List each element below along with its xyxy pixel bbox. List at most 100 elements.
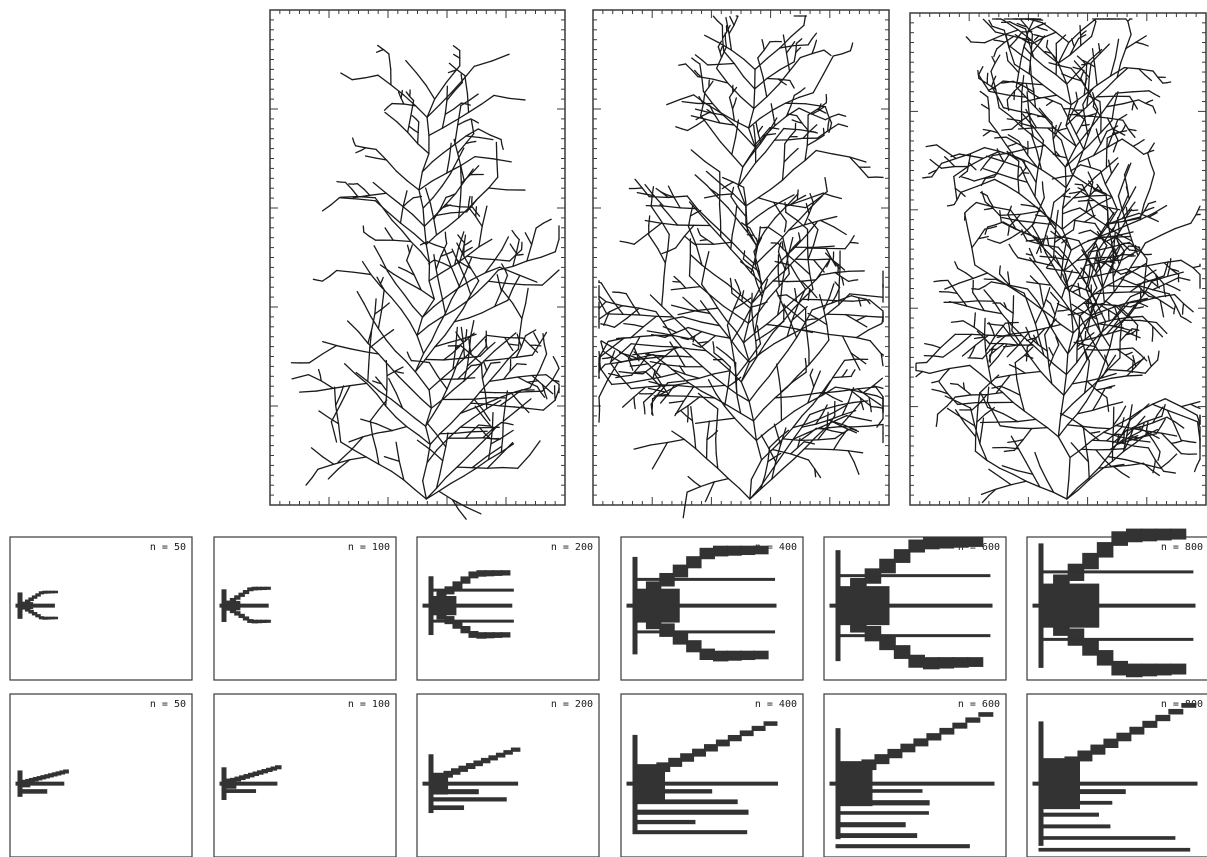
branch-segment xyxy=(1018,161,1019,177)
panel-label: n = 200 xyxy=(551,699,593,710)
branch-segment xyxy=(1132,106,1133,110)
branch-segment xyxy=(501,140,502,145)
branch-segment xyxy=(1047,40,1048,43)
branch-segment xyxy=(700,240,703,241)
branch-segment xyxy=(774,128,778,129)
top-panel-1 xyxy=(270,10,565,519)
branch-segment xyxy=(995,325,1003,326)
arm-cell xyxy=(894,646,910,659)
branch-segment xyxy=(713,342,714,347)
arm-cell xyxy=(740,546,754,554)
branch-segment xyxy=(558,381,559,382)
branch-segment xyxy=(988,387,989,394)
branch-segment xyxy=(800,440,817,441)
arm-cell xyxy=(909,540,925,552)
branch-segment xyxy=(746,202,747,217)
arm-cell xyxy=(1097,543,1113,557)
lower-finger xyxy=(1039,848,1190,851)
panel-frame xyxy=(10,694,192,857)
grid-panel-r2-c6: n = 800 xyxy=(1027,694,1207,857)
branch-segment xyxy=(1171,442,1176,443)
branch-segment xyxy=(471,365,476,366)
arm-line xyxy=(633,578,775,580)
core-mass xyxy=(226,779,236,788)
branch-segment xyxy=(995,137,1001,138)
branch-segment xyxy=(461,103,465,104)
branch-segment xyxy=(1112,292,1130,293)
core-mass xyxy=(22,603,33,609)
grid-panel-r1-c6: n = 800 xyxy=(1027,529,1207,680)
arm-cell xyxy=(1083,640,1099,655)
branch-segment xyxy=(1086,65,1087,80)
branch-segment xyxy=(1139,307,1143,308)
grid-panel-r1-c5: n = 600 xyxy=(824,537,1006,680)
branch-segment xyxy=(1042,182,1043,190)
branch-segment xyxy=(1126,207,1127,211)
branch-segment xyxy=(505,338,523,339)
branch-segment xyxy=(1133,317,1138,318)
upper-arm-cell xyxy=(740,731,753,736)
branch-segment xyxy=(923,177,927,178)
branch-segment xyxy=(799,233,800,237)
arm-cell xyxy=(1170,664,1186,674)
branch-segment xyxy=(1157,280,1158,285)
branch-segment xyxy=(466,507,480,514)
branch-segment xyxy=(842,376,851,377)
branch-segment xyxy=(519,254,523,255)
branch-segment xyxy=(1000,216,1001,222)
branch-segment xyxy=(466,330,467,336)
branch-segment xyxy=(717,409,718,424)
branch-segment xyxy=(784,144,785,162)
branch-segment xyxy=(725,40,726,47)
branch-segment xyxy=(681,338,684,339)
lower-finger xyxy=(1039,813,1098,816)
arm-cell xyxy=(923,658,939,669)
branch-segment xyxy=(1088,77,1089,92)
arm-line xyxy=(1039,571,1193,573)
branch-segment xyxy=(599,397,600,409)
branch-segment xyxy=(337,182,341,183)
branch-segment xyxy=(1096,428,1110,429)
arm-cell xyxy=(53,591,57,593)
upper-arm-cell xyxy=(1169,709,1183,714)
arm-cell xyxy=(880,559,896,573)
upper-arm-cell xyxy=(511,748,519,751)
grid-panel-r1-c4: n = 400 xyxy=(621,537,803,680)
branch-segment xyxy=(814,259,832,260)
branch-segment xyxy=(457,467,472,468)
arm-cell xyxy=(713,546,727,556)
branch-segment xyxy=(1099,44,1100,49)
branch-segment xyxy=(1000,266,1001,270)
branch-segment xyxy=(767,79,779,80)
branch-segment xyxy=(1132,130,1136,131)
branch-segment xyxy=(536,345,541,346)
arm-cell xyxy=(265,620,270,622)
lower-finger xyxy=(429,798,506,801)
upper-arm-cell xyxy=(927,734,941,740)
branch-segment xyxy=(773,281,787,282)
upper-arm-cell xyxy=(1156,715,1170,720)
branch-segment xyxy=(985,318,986,334)
branch-segment xyxy=(987,395,988,402)
branch-segment xyxy=(689,257,690,276)
branch-segment xyxy=(1098,190,1102,191)
branch-segment xyxy=(936,420,937,426)
arm-cell xyxy=(660,624,674,637)
arm-cell xyxy=(953,538,969,548)
branch-segment xyxy=(471,141,476,142)
lower-finger xyxy=(836,834,917,838)
branch-segment xyxy=(623,314,640,315)
branch-segment xyxy=(471,431,487,432)
branch-segment xyxy=(418,122,419,133)
arm-cell xyxy=(967,658,983,667)
branch-segment xyxy=(679,65,682,66)
arm-cell xyxy=(713,651,727,661)
branch-segment xyxy=(634,403,635,409)
arm-cell xyxy=(1126,529,1142,542)
branch-segment xyxy=(1108,404,1109,411)
lower-finger xyxy=(1039,837,1175,840)
upper-arm-cell xyxy=(1104,739,1118,747)
branch-segment xyxy=(1132,367,1133,373)
arm-line xyxy=(429,589,513,591)
branch-segment xyxy=(468,202,469,207)
